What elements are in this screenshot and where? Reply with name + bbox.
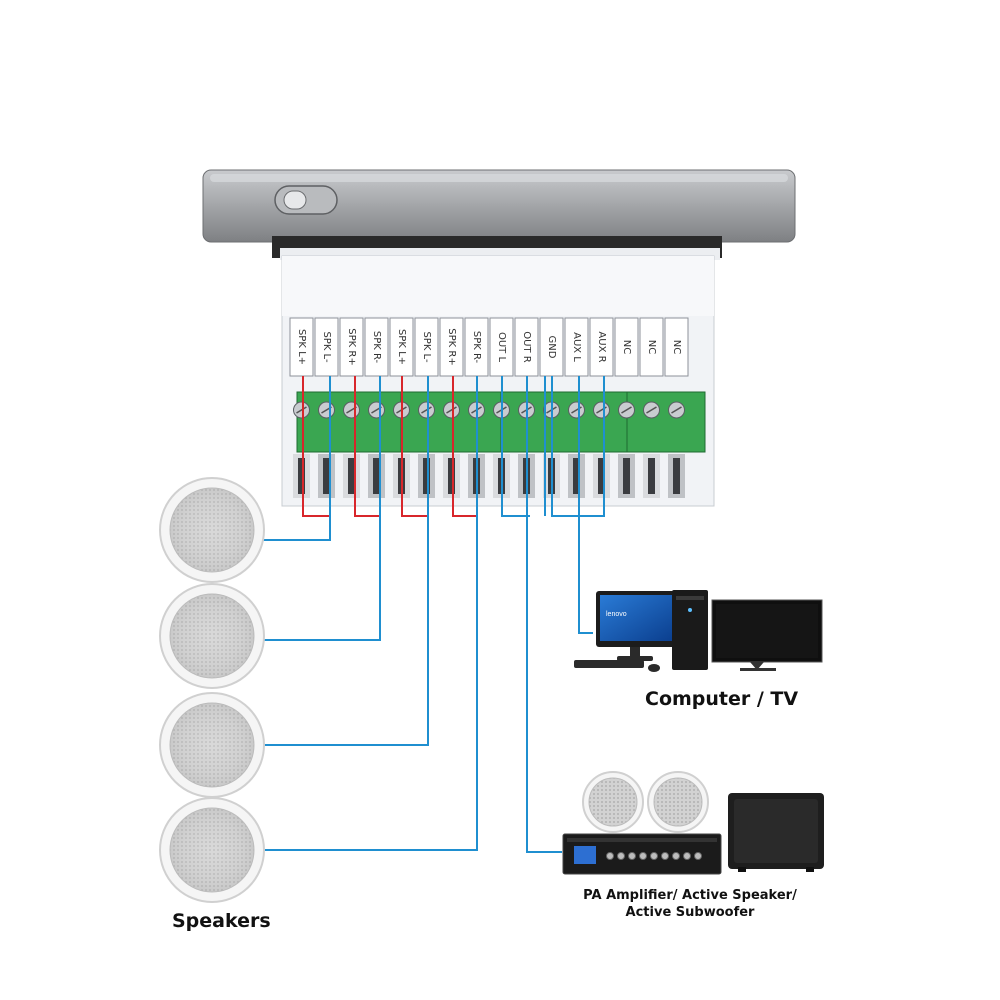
amplifier-knob[interactable] — [694, 852, 702, 860]
screw-slot — [446, 406, 457, 414]
pa-label-line-1: PA Amplifier/ Active Speaker/ — [583, 888, 797, 903]
socket-hole — [648, 458, 655, 494]
terminal-plate — [364, 317, 389, 377]
amplifier-knob[interactable] — [628, 852, 636, 860]
screw-slot — [671, 406, 682, 414]
terminal-plate — [339, 317, 364, 377]
terminal-screws — [293, 401, 685, 419]
socket-hole — [373, 458, 380, 494]
terminal-plate — [414, 317, 439, 377]
terminal-block-1 — [296, 391, 402, 453]
terminal-label: AUX L — [571, 332, 582, 362]
terminal-label: SPK R- — [371, 331, 382, 364]
terminal-label: SPK L+ — [296, 329, 307, 365]
amplifier-knob[interactable] — [672, 852, 680, 860]
subwoofer — [728, 793, 824, 872]
screw-slot — [621, 406, 632, 414]
terminal-label: OUT R — [521, 331, 532, 362]
screw-slot — [421, 406, 432, 414]
speaker-3 — [159, 692, 265, 798]
speaker-wire-3 — [262, 376, 429, 746]
terminal-plate — [639, 317, 664, 377]
socket-hole — [448, 458, 455, 494]
terminal-plate — [289, 317, 314, 377]
speaker-1 — [159, 477, 265, 583]
terminal-block-2 — [400, 391, 502, 453]
terminal-plate — [589, 317, 614, 377]
terminal-label: NC — [646, 340, 657, 354]
speakers-label: Speakers — [172, 910, 271, 932]
amplifier-knobs — [606, 852, 702, 860]
amplifier-knob[interactable] — [606, 852, 614, 860]
pa-amplifier-label: PA Amplifier/ Active Speaker/ Active Sub… — [560, 887, 820, 921]
terminal-plate — [314, 317, 339, 377]
speaker-wire-4 — [262, 376, 478, 851]
amplifier-knob[interactable] — [683, 852, 691, 860]
terminal-label: NC — [671, 340, 682, 354]
speaker-2 — [159, 583, 265, 689]
socket-hole — [573, 458, 580, 494]
pa-label-line-2: Active Subwoofer — [625, 905, 755, 920]
pa-speaker-2 — [647, 771, 709, 833]
blue-wires — [262, 376, 605, 853]
terminal-label: OUT L — [496, 332, 507, 362]
socket-hole — [323, 458, 330, 494]
keyboard-mouse — [574, 660, 660, 672]
speaker-wire-2 — [262, 376, 381, 641]
terminal-label: AUX R — [596, 331, 607, 362]
socket-hole — [598, 458, 605, 494]
terminal-block-3 — [500, 391, 628, 453]
terminal-label: SPK R+ — [346, 328, 357, 365]
pa-speaker-1 — [582, 771, 644, 833]
tv — [711, 599, 823, 671]
computer-monitor: lenovo — [596, 591, 676, 661]
out-wire-r — [526, 376, 562, 853]
red-wire-4 — [452, 376, 477, 517]
terminal-plate — [664, 317, 689, 377]
amplifier-knob[interactable] — [617, 852, 625, 860]
terminal-label: SPK R- — [471, 331, 482, 364]
terminal-plate — [614, 317, 639, 377]
socket-hole — [298, 458, 305, 494]
red-wire-1 — [302, 376, 330, 517]
socket-hole — [423, 458, 430, 494]
terminal-plate — [439, 317, 464, 377]
screw-slot — [296, 406, 307, 414]
terminal-block-4 — [626, 391, 706, 453]
monitor-brand: lenovo — [606, 611, 627, 618]
speaker-wire-1 — [262, 376, 331, 541]
amplifier-knob[interactable] — [639, 852, 647, 860]
amplifier-knob[interactable] — [650, 852, 658, 860]
computer-tower — [672, 590, 708, 670]
speaker-4 — [159, 797, 265, 903]
terminal-label: SPK L- — [421, 331, 432, 363]
socket-hole — [348, 458, 355, 494]
red-wire-3 — [401, 376, 428, 517]
computer-tv-label: Computer / TV — [645, 688, 799, 710]
red-wires — [302, 376, 477, 517]
screw-slot — [646, 406, 657, 414]
terminal-label: SPK R+ — [446, 328, 457, 365]
red-wire-2 — [354, 376, 380, 517]
terminal-label: NC — [621, 340, 632, 354]
socket-hole — [623, 458, 630, 494]
terminal-label: SPK L+ — [396, 329, 407, 365]
amplifier-knob[interactable] — [661, 852, 669, 860]
terminal-labels: SPK L+ SPK L- SPK R+ SPK R- SPK L+ SPK L- SPK … — [289, 317, 689, 377]
terminal-plate — [564, 317, 589, 377]
terminal-label: GND — [546, 336, 557, 359]
terminal-blocks — [296, 391, 706, 453]
aux-wire-l — [578, 376, 593, 634]
socket-hole — [673, 458, 680, 494]
terminal-label: SPK L- — [321, 331, 332, 363]
out-wire-l — [501, 376, 530, 517]
